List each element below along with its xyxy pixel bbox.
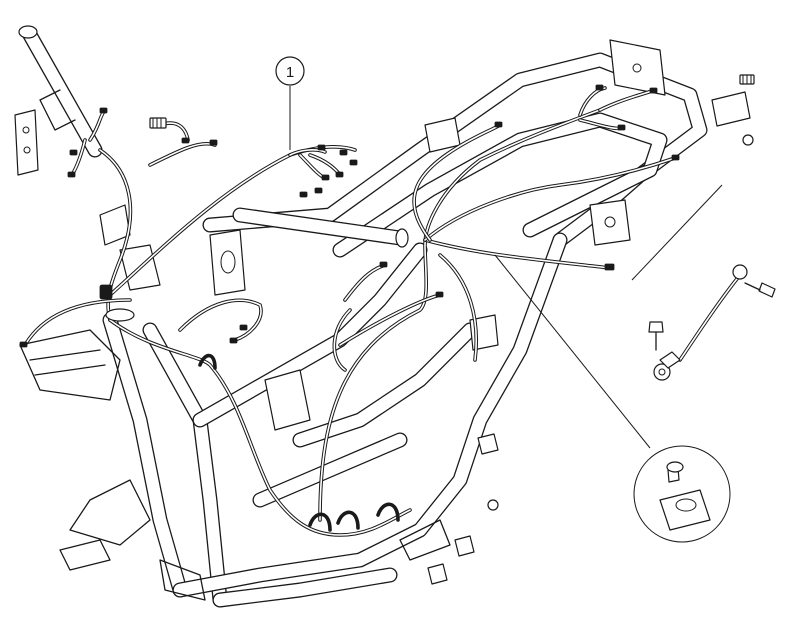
detail-magnifier [494, 254, 731, 543]
frame [18, 25, 708, 608]
callout-1-label: 1 [286, 64, 294, 81]
handlebar [18, 25, 103, 158]
callout-1-circle [275, 56, 305, 86]
connectors [19, 74, 755, 348]
brackets [14, 39, 666, 431]
ground-strap [631, 184, 776, 381]
clips [198, 134, 754, 585]
callout-1: 1 [275, 56, 305, 150]
